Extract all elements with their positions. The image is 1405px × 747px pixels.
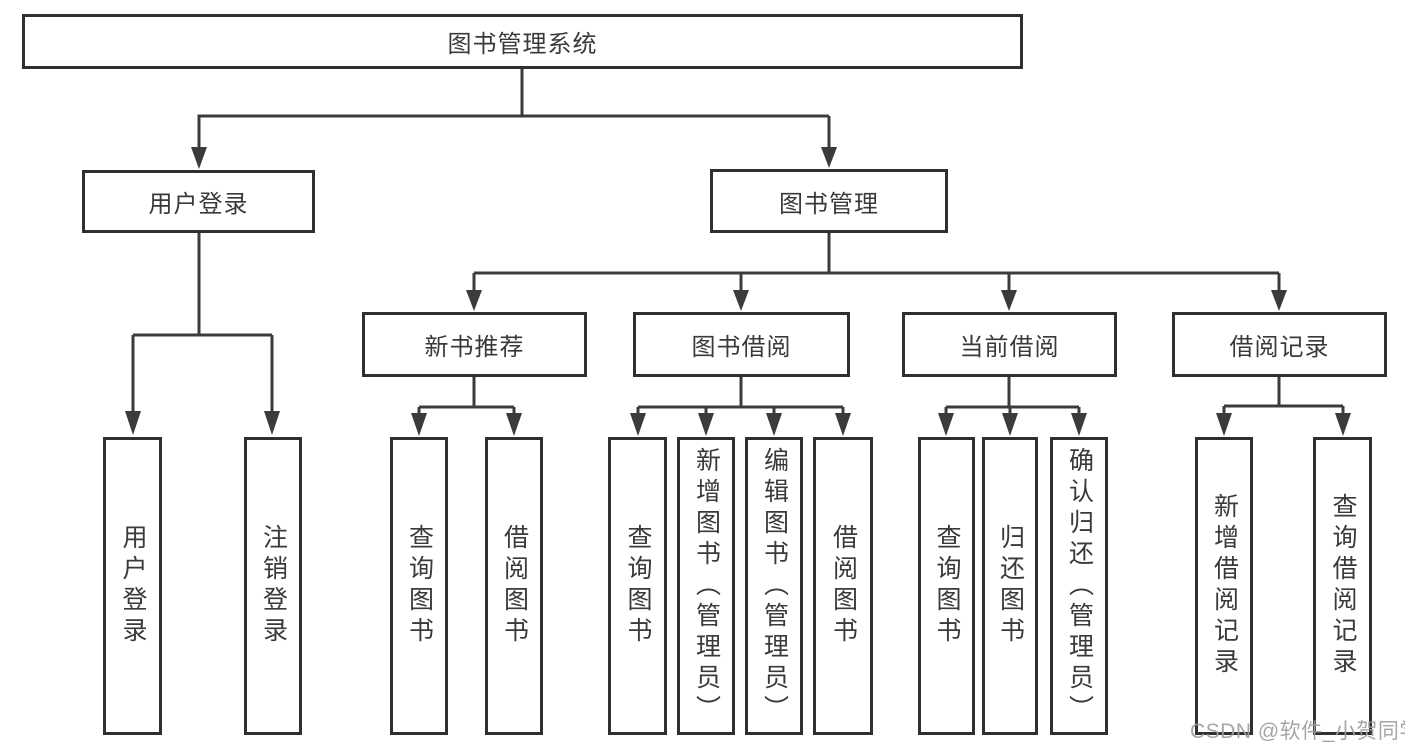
node-root-system: 图书管理系统 [22,14,1023,69]
leaf-add-books-admin: 新增图书（管理员） [677,437,735,735]
node-user-login: 用户登录 [82,170,315,233]
leaf-add-borrow-record-label: 新增借阅记录 [1210,493,1239,679]
connector-borrow-record [1222,377,1345,415]
leaf-query-borrow-record-label: 查询借阅记录 [1329,493,1357,679]
leaf-edit-books-admin: 编辑图书（管理员） [745,437,803,735]
node-book-management: 图书管理 [710,169,948,233]
csdn-watermark: CSDN @软件_小贺同学 [1190,720,1405,743]
leaf-query-books-1-label: 查询图书 [405,524,434,648]
node-borrow-record-label: 借阅记录 [1229,334,1330,361]
leaf-query-books-3: 查询图书 [918,437,975,735]
leaf-confirm-return-admin-label: 确认归还（管理员） [1065,446,1094,726]
node-book-borrow-label: 图书借阅 [691,334,792,361]
leaf-borrow-books-2-label: 借阅图书 [829,524,858,648]
leaf-query-books-3-label: 查询图书 [933,524,961,648]
leaf-add-borrow-record: 新增借阅记录 [1195,437,1253,735]
node-new-book-recommend: 新书推荐 [362,312,587,377]
connector-book-borrow [636,377,845,415]
leaf-logout: 注销登录 [244,437,302,735]
leaf-logout-label: 注销登录 [259,524,288,648]
node-current-borrow-label: 当前借阅 [959,334,1060,361]
leaf-query-books-2-label: 查询图书 [624,524,652,648]
leaf-query-borrow-record: 查询借阅记录 [1313,437,1372,735]
leaf-borrow-books-2: 借阅图书 [813,437,873,735]
leaf-query-books-1: 查询图书 [390,437,448,735]
leaf-edit-books-admin-label: 编辑图书（管理员） [760,446,789,726]
node-borrow-record: 借阅记录 [1172,312,1387,377]
leaf-return-books-label: 归还图书 [996,524,1025,648]
connector-book-management [472,233,1281,292]
leaf-borrow-books-1-label: 借阅图书 [500,524,529,648]
connector-current-borrow [944,377,1081,415]
leaf-return-books: 归还图书 [982,437,1038,735]
node-user-login-label: 用户登录 [148,191,249,218]
node-new-book-recommend-label: 新书推荐 [424,334,525,361]
node-book-management-label: 图书管理 [779,190,879,218]
node-current-borrow: 当前借阅 [902,312,1117,377]
leaf-add-books-admin-label: 新增图书（管理员） [692,446,721,726]
node-root-label: 图书管理系统 [447,31,598,58]
leaf-query-books-2: 查询图书 [608,437,667,735]
node-book-borrow: 图书借阅 [633,312,850,377]
leaf-confirm-return-admin: 确认归还（管理员） [1050,437,1108,735]
leaf-borrow-books-1: 借阅图书 [485,437,543,735]
leaf-user-login: 用户登录 [103,437,162,735]
connector-user-login [131,233,274,413]
connector-new-book [417,377,516,415]
connector-root [197,69,831,150]
leaf-user-login-label: 用户登录 [119,524,147,648]
